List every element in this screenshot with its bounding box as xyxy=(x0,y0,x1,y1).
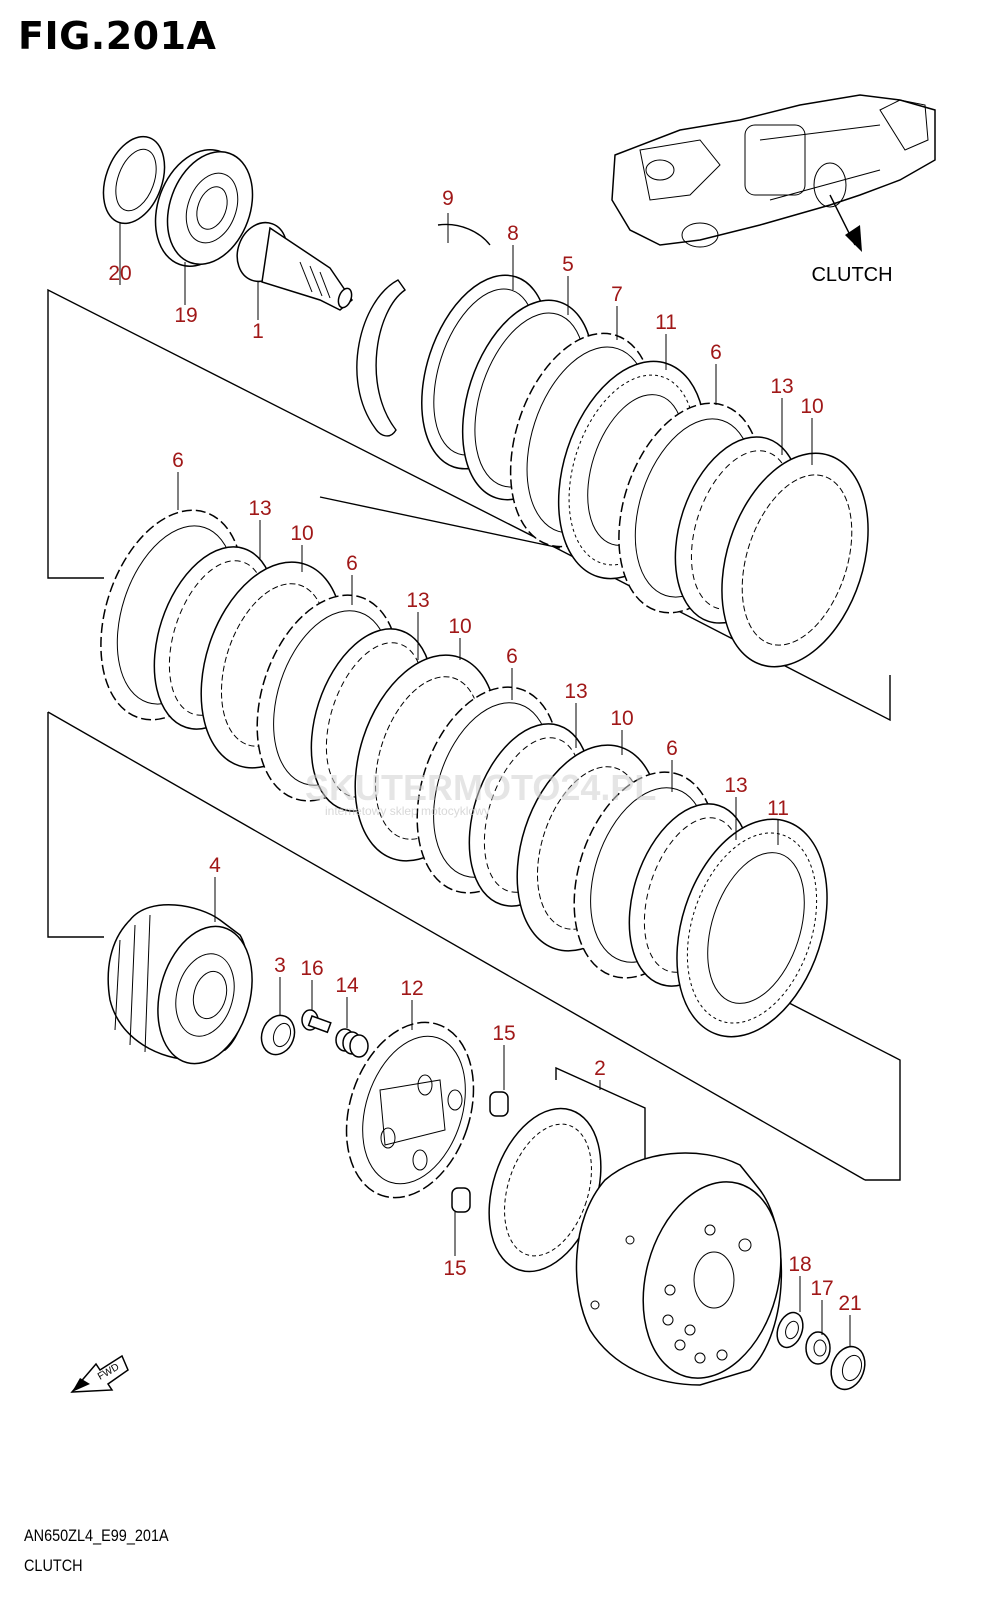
roller-15-a xyxy=(489,1091,509,1117)
spring-14 xyxy=(335,1028,369,1058)
callout-13-c: 13 xyxy=(564,680,587,703)
bolt-16 xyxy=(301,1009,332,1034)
oil-seal-20 xyxy=(102,135,166,225)
callout-13-top: 13 xyxy=(770,375,793,398)
nut-17 xyxy=(805,1331,831,1365)
clutch-hub-4 xyxy=(107,904,253,1065)
callout-11-top: 11 xyxy=(655,311,677,334)
callout-18: 18 xyxy=(788,1253,811,1276)
callout-6-top: 6 xyxy=(710,341,722,364)
input-shaft-1 xyxy=(236,221,354,311)
callout-10-a: 10 xyxy=(290,522,313,545)
callout-15-b: 15 xyxy=(443,1257,466,1280)
bearing-21 xyxy=(830,1345,866,1391)
plate-10-upper xyxy=(721,452,869,668)
callout-1: 1 xyxy=(252,320,264,343)
clutch-housing xyxy=(575,1152,783,1386)
washer-18 xyxy=(776,1311,804,1349)
callout-15-a: 15 xyxy=(492,1022,515,1045)
callout-3: 3 xyxy=(274,954,286,977)
bearing-19 xyxy=(154,149,254,267)
callout-6-a: 6 xyxy=(172,449,184,472)
callout-10-b: 10 xyxy=(448,615,471,638)
callout-5: 5 xyxy=(562,253,574,276)
clutch-pointer-arrow xyxy=(829,194,862,252)
callout-13-d: 13 xyxy=(724,774,747,797)
figure-code: AN650ZL4_E99_201A xyxy=(24,1526,169,1545)
inset-clutch-label: CLUTCH xyxy=(811,264,892,286)
callout-8: 8 xyxy=(507,222,519,245)
watermark-subtext: internetowy sklep motocyklowy xyxy=(325,804,490,818)
callout-numbers: 20 19 1 9 8 5 7 11 6 13 10 6 13 10 6 13 … xyxy=(108,187,861,1315)
callout-11-bottom: 11 xyxy=(767,797,789,820)
callout-6-b: 6 xyxy=(346,552,358,575)
callout-17: 17 xyxy=(810,1277,833,1300)
figure-title: FIG.201A xyxy=(18,14,217,58)
callout-10-c: 10 xyxy=(610,707,633,730)
callout-21: 21 xyxy=(838,1292,861,1315)
callout-13-b: 13 xyxy=(406,589,429,612)
fwd-arrow-icon: FWD xyxy=(70,1354,129,1393)
callout-10-top: 10 xyxy=(800,395,823,418)
callout-13-a: 13 xyxy=(248,497,271,520)
pressure-plate-12 xyxy=(345,1021,475,1199)
callout-7: 7 xyxy=(611,283,623,306)
callout-14: 14 xyxy=(335,974,359,997)
callout-16: 16 xyxy=(300,957,323,980)
circlip-9 xyxy=(356,223,491,437)
callout-12: 12 xyxy=(400,977,423,1000)
washer-3 xyxy=(260,1014,296,1056)
leader-lines xyxy=(119,213,851,1346)
watermark-text: SKUTERMOTO24.PL xyxy=(305,767,656,808)
plate-11-lower xyxy=(676,818,828,1038)
callout-9: 9 xyxy=(442,187,454,210)
callout-6-c: 6 xyxy=(506,645,518,668)
engine-inset-illustration xyxy=(611,94,936,248)
watermark: SKUTERMOTO24.PL internetowy sklep motocy… xyxy=(305,767,656,818)
callout-6-d: 6 xyxy=(666,737,678,760)
figure-name: CLUTCH xyxy=(24,1556,83,1575)
roller-15-b xyxy=(451,1187,471,1213)
callout-2: 2 xyxy=(594,1057,606,1080)
callout-20: 20 xyxy=(108,262,131,285)
callout-19: 19 xyxy=(174,304,197,327)
stack-outline-upper xyxy=(47,288,891,722)
callout-4: 4 xyxy=(209,854,221,877)
